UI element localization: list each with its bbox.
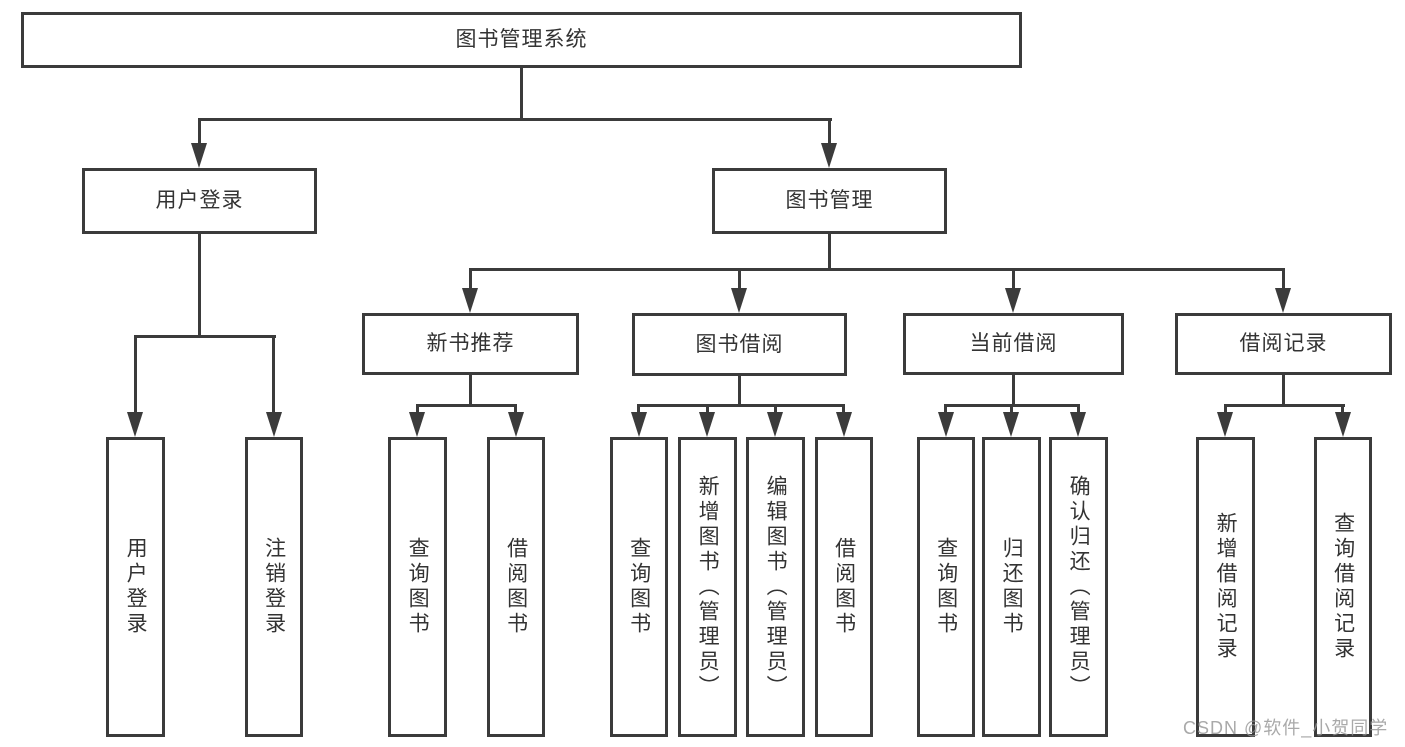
- connector-line: [198, 118, 832, 121]
- connector-arrowhead: [1217, 412, 1233, 437]
- connector-arrowhead: [836, 412, 852, 437]
- connector-arrowhead: [1003, 412, 1019, 437]
- connector-line: [198, 234, 201, 337]
- leaf-records-query-record: 查询借阅记录: [1314, 437, 1372, 737]
- connector-arrowhead: [508, 412, 524, 437]
- connector-line: [944, 404, 947, 416]
- node-current-borrowing: 当前借阅: [903, 313, 1124, 375]
- connector-arrowhead: [409, 412, 425, 437]
- connector-arrowhead: [731, 288, 747, 313]
- leaf-borrowing-query-book: 查询图书: [610, 437, 668, 737]
- connector-line: [469, 268, 1285, 271]
- connector-line: [1341, 404, 1344, 416]
- connector-line: [469, 268, 472, 292]
- leaf-current-return-book: 归还图书: [982, 437, 1041, 737]
- leaf-recommend-borrow-book: 借阅图书: [487, 437, 545, 737]
- connector-line: [198, 118, 201, 146]
- node-borrowing-records: 借阅记录: [1175, 313, 1392, 375]
- leaf-user-login: 用户登录: [106, 437, 165, 737]
- connector-line: [828, 234, 831, 270]
- connector-line: [272, 335, 275, 416]
- connector-line: [1010, 404, 1013, 416]
- connector-arrowhead: [767, 412, 783, 437]
- connector-arrowhead: [699, 412, 715, 437]
- node-new-book-recommend: 新书推荐: [362, 313, 579, 375]
- connector-line: [1224, 404, 1227, 416]
- node-user-login: 用户登录: [82, 168, 317, 234]
- leaf-current-query-book: 查询图书: [917, 437, 975, 737]
- connector-arrowhead: [191, 143, 207, 168]
- leaf-current-confirm-return-admin: 确认归还（管理员）: [1049, 437, 1108, 737]
- connector-arrowhead: [1335, 412, 1351, 437]
- node-library-management-system: 图书管理系统: [21, 12, 1022, 68]
- connector-arrowhead: [631, 412, 647, 437]
- leaf-borrowing-borrow-book: 借阅图书: [815, 437, 873, 737]
- connector-arrowhead: [1275, 288, 1291, 313]
- leaf-records-add-record: 新增借阅记录: [1196, 437, 1255, 737]
- connector-line: [520, 68, 523, 118]
- leaf-borrowing-add-book-admin: 新增图书（管理员）: [678, 437, 737, 737]
- connector-arrowhead: [938, 412, 954, 437]
- connector-line: [1077, 404, 1080, 416]
- connector-line: [1012, 375, 1015, 406]
- connector-arrowhead: [1070, 412, 1086, 437]
- connector-arrowhead: [127, 412, 143, 437]
- connector-arrowhead: [462, 288, 478, 313]
- node-book-management: 图书管理: [712, 168, 947, 234]
- connector-line: [514, 404, 517, 416]
- connector-line: [706, 404, 709, 416]
- leaf-recommend-query-book: 查询图书: [388, 437, 447, 737]
- connector-line: [1224, 404, 1345, 407]
- leaf-logout: 注销登录: [245, 437, 303, 737]
- leaf-borrowing-edit-book-admin: 编辑图书（管理员）: [746, 437, 805, 737]
- connector-arrowhead: [821, 143, 837, 168]
- connector-arrowhead: [1005, 288, 1021, 313]
- connector-line: [738, 268, 741, 292]
- connector-arrowhead: [266, 412, 282, 437]
- connector-line: [1012, 268, 1015, 292]
- connector-line: [738, 376, 741, 406]
- connector-line: [134, 335, 137, 416]
- connector-line: [637, 404, 640, 416]
- connector-line: [416, 404, 419, 416]
- connector-line: [828, 118, 831, 146]
- connector-line: [469, 375, 472, 406]
- connector-line: [1282, 375, 1285, 406]
- connector-line: [842, 404, 845, 416]
- watermark: CSDN @软件_小贺同学: [1183, 718, 1389, 738]
- connector-line: [637, 404, 845, 407]
- connector-line: [416, 404, 517, 407]
- connector-line: [134, 335, 276, 338]
- connector-line: [774, 404, 777, 416]
- node-book-borrowing: 图书借阅: [632, 313, 847, 376]
- connector-line: [1282, 268, 1285, 292]
